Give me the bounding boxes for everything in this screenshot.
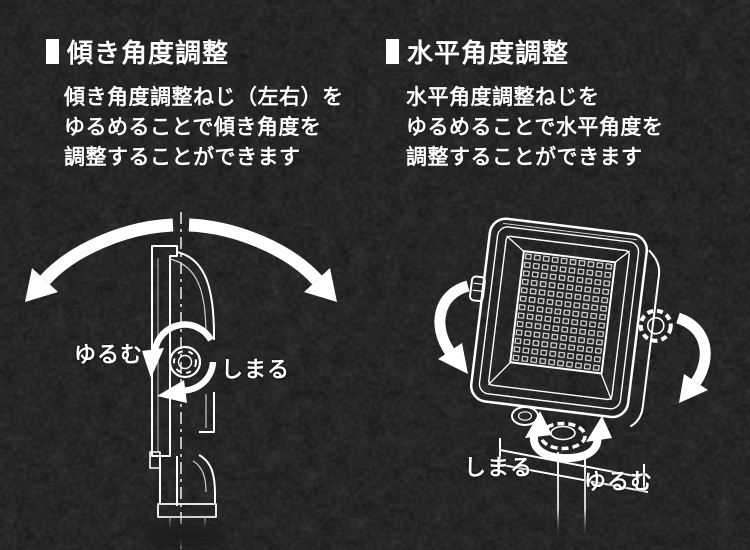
horizontal-rotation-arrow-left-icon (434, 280, 470, 374)
mount-pole (557, 452, 586, 540)
tilt-heading-text: 傾き角度調整 (67, 39, 230, 69)
side-screw-right (638, 308, 673, 343)
horizontal-description-line-3: 調整することができます (406, 145, 643, 169)
tilt-rotation-arrow-right-icon (188, 218, 337, 302)
tilt-section-heading: 傾き角度調整 (46, 33, 229, 70)
tilt-description-line-3: 調整することができます (64, 145, 301, 169)
horizontal-rotation-arrow-right-icon (675, 312, 711, 403)
tilt-tighten-label: しまる (221, 358, 291, 383)
square-bullet-icon (46, 39, 59, 64)
side-screw-left (468, 275, 486, 302)
tilt-description-line-2: ゆるめることで傾き角度を (64, 115, 322, 139)
horizontal-description-line-1: 水平角度調整ねじを (406, 85, 600, 109)
horizontal-loosen-label: ゆるむ (584, 470, 654, 495)
horizontal-tighten-label: しまる (464, 456, 534, 481)
tilt-illustration (25, 212, 337, 550)
horizontal-description-line-2: ゆるめることで水平角度を (406, 115, 664, 139)
horizontal-heading-text: 水平角度調整 (407, 39, 570, 69)
tilt-knob (168, 345, 202, 379)
tilt-tighten-arrow-icon (157, 361, 217, 403)
horizontal-section-heading: 水平角度調整 (386, 33, 569, 70)
tilt-section-description: 傾き角度調整ねじ（左右）を ゆるめることで傾き角度を 調整することができます (64, 82, 344, 172)
horizontal-illustration (434, 217, 711, 540)
tilt-rotation-arrow-left-icon (25, 218, 174, 302)
tilt-description-line-1: 傾き角度調整ねじ（左右）を (64, 85, 344, 109)
horizontal-loosen-tighten-arrow-icon (525, 411, 612, 463)
floodlight-front-view (468, 217, 673, 428)
led-panel (509, 250, 617, 375)
horizontal-section-description: 水平角度調整ねじを ゆるめることで水平角度を 調整することができます (406, 82, 663, 172)
tilt-loosen-arrow-icon (142, 321, 214, 378)
tilt-mount-bracket (149, 451, 217, 546)
tilt-loosen-label: ゆるむ (74, 343, 144, 368)
floodlight-side-view (144, 245, 228, 549)
square-bullet-icon (386, 39, 399, 64)
